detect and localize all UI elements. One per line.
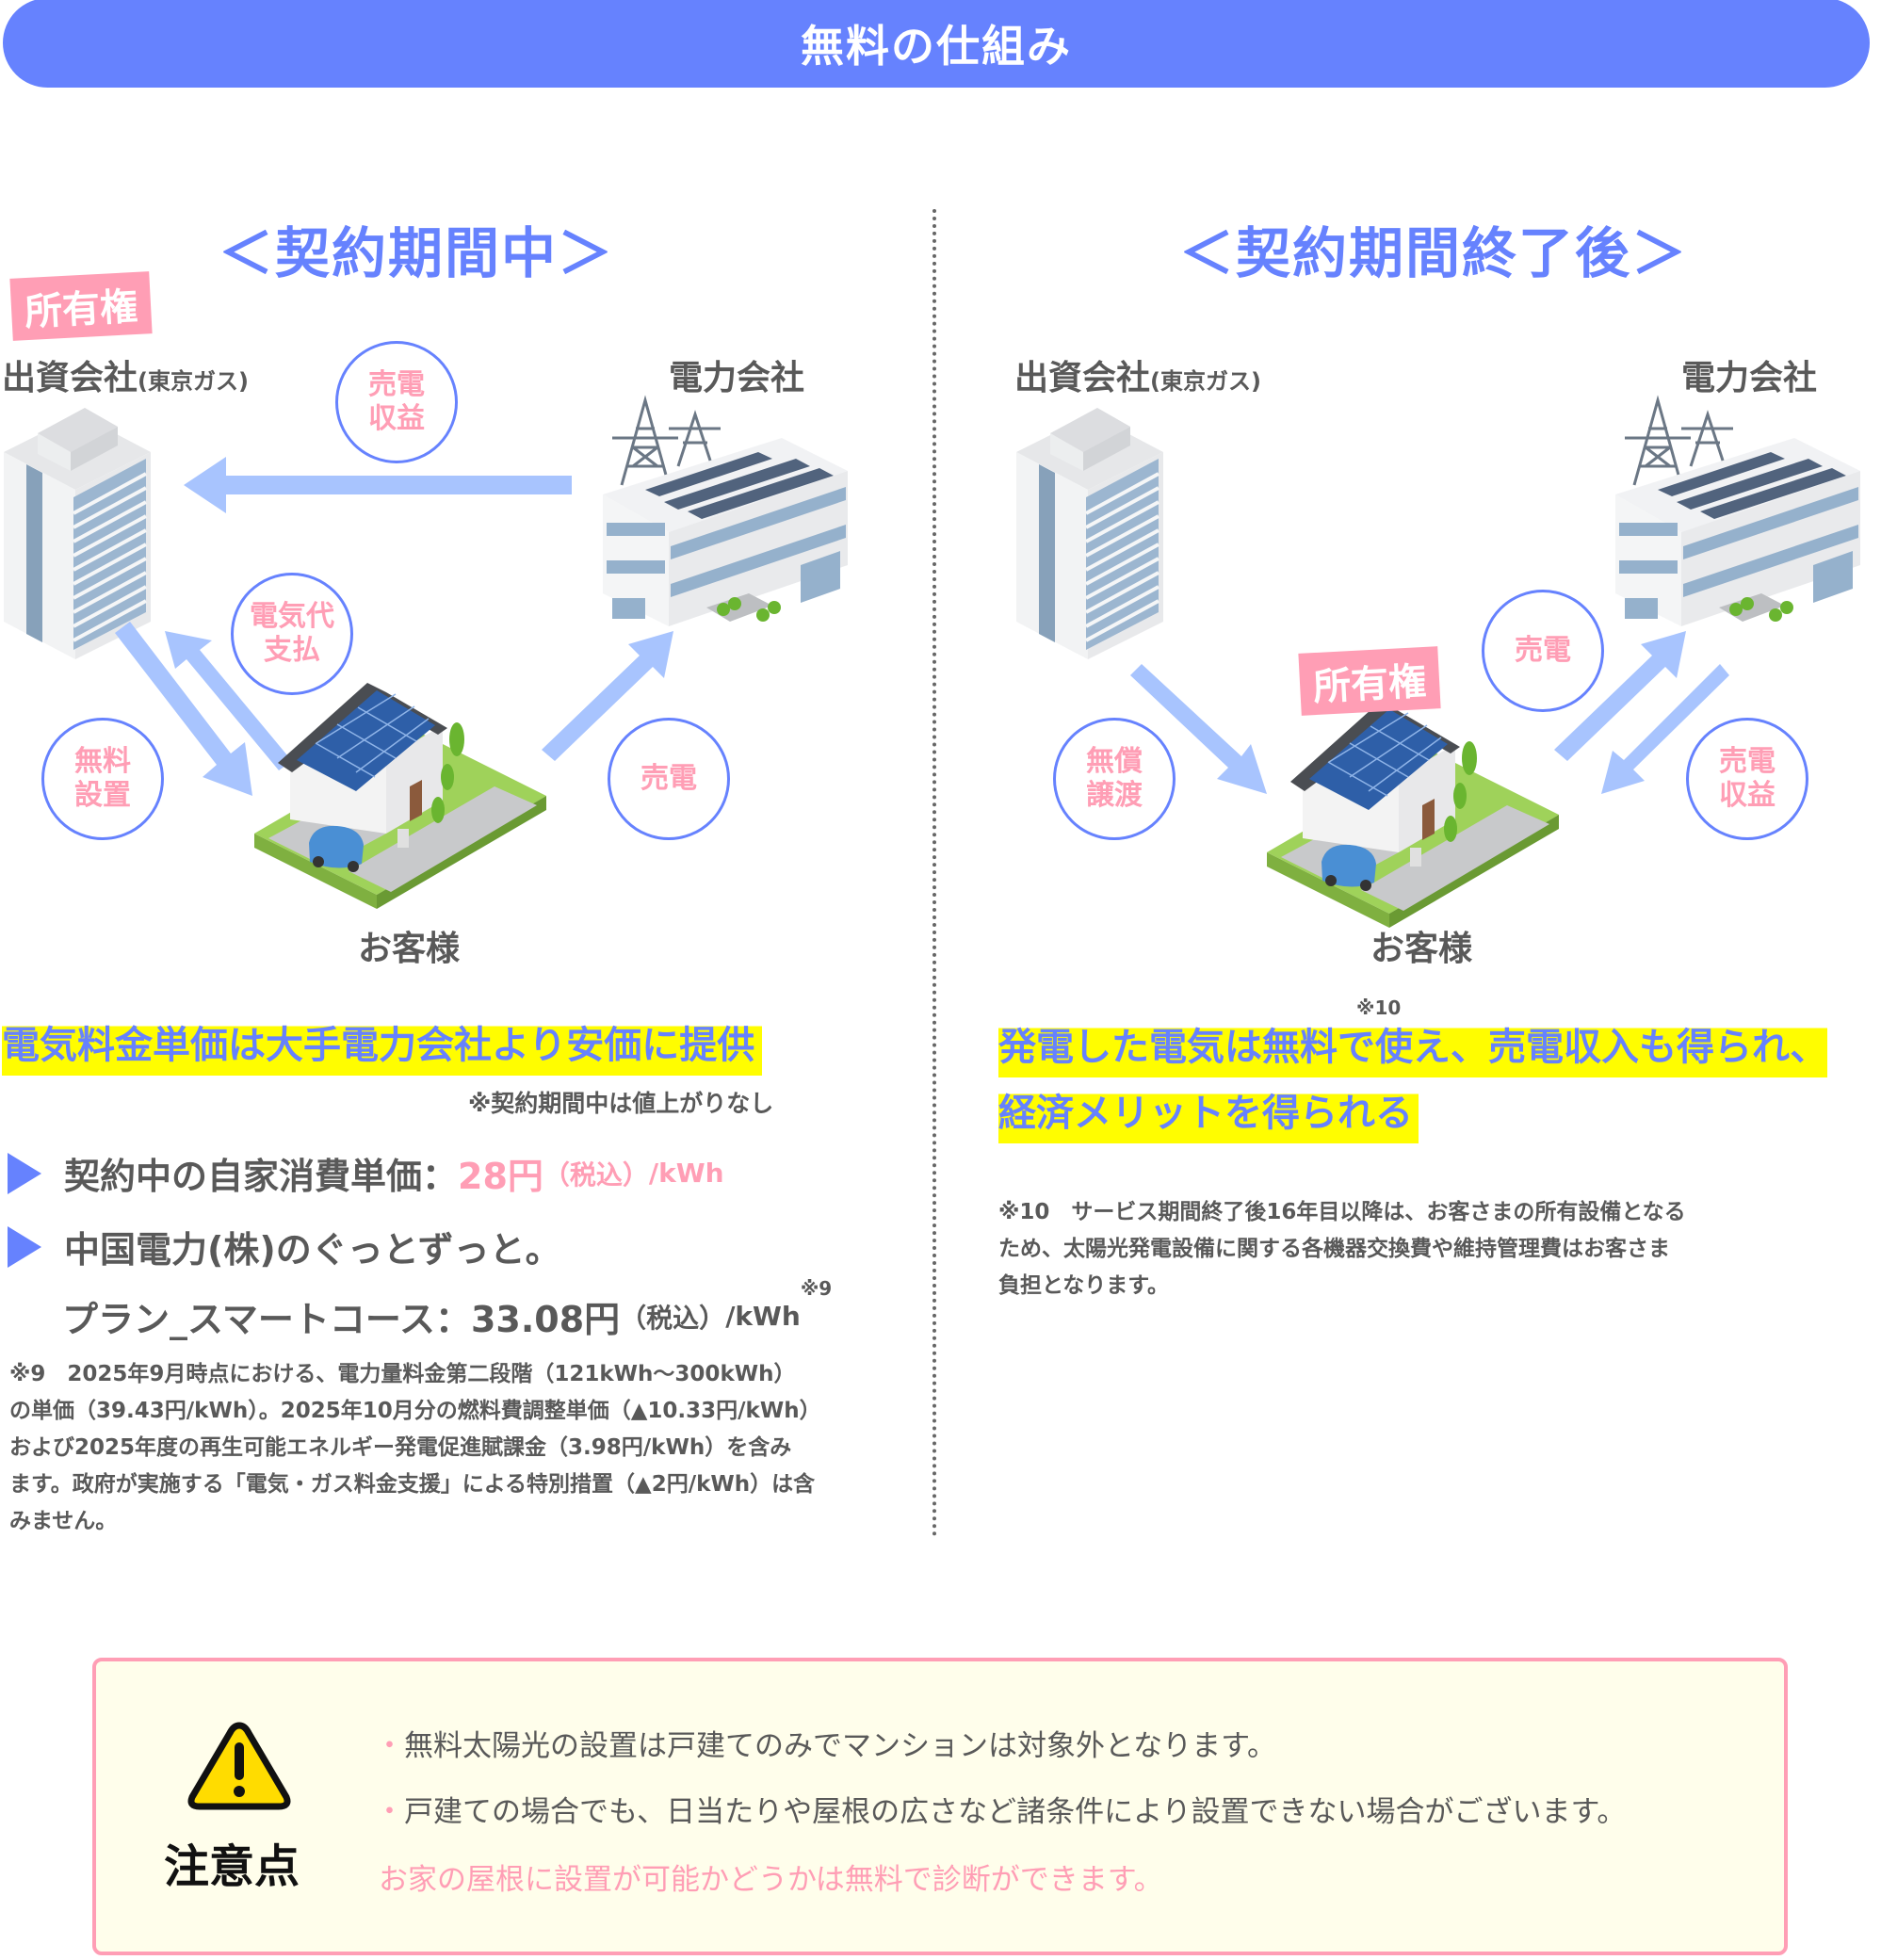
office-building-icon: [1016, 408, 1163, 659]
footnote-line: ※10 サービス期間終了後16年目以降は、お客さまの所有設備となる: [998, 1200, 1686, 1224]
investor-sub: (東京ガス): [138, 368, 249, 395]
arrow-customer-to-investor: [165, 631, 292, 770]
ownership-tag-after: 所有権: [1298, 646, 1441, 716]
unit: /kWh: [725, 1301, 801, 1332]
bullet-chugoku-plan: 中国電力(株)のぐっとずっと。: [8, 1221, 561, 1272]
arrow-investor-to-customer: [115, 622, 252, 796]
utility-label: 電力会社: [669, 359, 805, 397]
after-title: ＜契約期間終了後＞: [1179, 221, 1689, 285]
ownership-tag: 所有権: [9, 271, 153, 341]
utility-label-after: 電力会社: [1681, 359, 1818, 397]
footnote-line: ため、太陽光発電設備に関する各機器交換費や維持管理費はお客さま: [998, 1237, 1670, 1261]
flow-sale-revenue-after: 売電収益: [1686, 718, 1808, 840]
section-header: 無料の仕組み: [3, 0, 1870, 88]
footnote-line: 負担となります。: [998, 1273, 1170, 1298]
flow-sell-power: 売電: [608, 718, 730, 840]
unit: /kWh: [648, 1158, 724, 1189]
after-headline-line-1: 発電した電気は無料で使え、売電収入も得られ、: [998, 1017, 1828, 1077]
flow-sale-revenue: 売電収益: [335, 341, 458, 463]
caution-label: 注意点: [164, 1840, 300, 1893]
no-increase-note: ※契約期間中は値上がりなし: [468, 1090, 774, 1117]
footnote-line: および2025年度の再生可能エネルギー発電促進賦課金（3.98円/kWh）を含み: [9, 1435, 792, 1460]
footnote-ref: ※9: [800, 1276, 833, 1300]
customer-house-icon: [254, 683, 546, 909]
bullet-self-consumption: 契約中の自家消費単価：28円（税込）/kWh: [8, 1147, 724, 1199]
customer-label: お客様: [358, 930, 461, 968]
bullet-triangle-icon: [8, 1225, 41, 1268]
arrow-utility-to-customer-after: [1601, 664, 1729, 794]
footnote-line: みません。: [9, 1509, 118, 1533]
power-company-building-icon: [603, 395, 848, 626]
arrow-investor-to-customer-transfer: [1130, 664, 1267, 794]
investor-name: 出資会社: [2, 359, 138, 397]
flow-text: 売電: [641, 762, 697, 795]
caution-item: ・無料太陽光の設置は戸建てのみでマンションは対象外となります。: [375, 1722, 1276, 1764]
caution-item: ・戸建ての場合でも、日当たりや屋根の広さなど諸条件により設置できない場合がござい…: [375, 1788, 1626, 1830]
flow-text: 電気代: [250, 600, 334, 633]
flow-text: 売電: [368, 368, 425, 401]
bullet-triangle-icon: [8, 1152, 41, 1194]
free-diagnosis-note: お家の屋根に設置が可能かどうかは無料で診断ができます。: [379, 1863, 1163, 1897]
flow-free-transfer: 無償譲渡: [1053, 718, 1176, 840]
flow-free-install: 無料設置: [41, 718, 164, 840]
arrow-revenue-to-investor: [184, 457, 572, 513]
footnote-ref-10: ※10: [1356, 996, 1402, 1019]
during-title: ＜契約期間中＞: [219, 221, 615, 285]
flow-text: 収益: [368, 402, 425, 435]
caution-box: 注意点 ・無料太陽光の設置は戸建てのみでマンションは対象外となります。 ・戸建て…: [92, 1658, 1788, 1955]
bullet-label: 中国電力(株)のぐっとずっと。: [64, 1229, 561, 1271]
flow-text: 売電: [1515, 634, 1571, 667]
footnote-9: ※9 2025年9月時点における、電力量料金第二段階（121kWh〜300kWh…: [9, 1356, 857, 1540]
column-divider: [932, 209, 936, 1537]
footnote-line: ※9 2025年9月時点における、電力量料金第二段階（121kWh〜300kWh…: [9, 1362, 796, 1386]
caution-text: 戸建ての場合でも、日当たりや屋根の広さなど諸条件により設置できない場合がございま…: [404, 1795, 1627, 1829]
plan-line: プラン_スマートコース：33.08円（税込）/kWh※9: [62, 1277, 832, 1342]
flow-text: 設置: [74, 779, 131, 812]
investor-name: 出資会社: [1014, 359, 1151, 397]
flow-text: 無償: [1086, 745, 1143, 778]
power-company-building-icon: [1615, 395, 1860, 626]
during-headline: 電気料金単価は大手電力会社より安価に提供: [2, 1015, 763, 1076]
section-title: 無料の仕組み: [801, 20, 1072, 72]
caution-text: 無料太陽光の設置は戸建てのみでマンションは対象外となります。: [404, 1729, 1276, 1763]
flow-text: 無料: [74, 745, 131, 778]
office-building-icon: [4, 408, 151, 659]
flow-bill-payment: 電気代支払: [231, 573, 353, 695]
flow-sell-power-after: 売電: [1482, 590, 1604, 712]
flow-text: 収益: [1719, 779, 1776, 812]
flow-text: 譲渡: [1086, 779, 1143, 812]
bullet-label: 契約中の自家消費単価：: [64, 1156, 459, 1197]
warning-icon: [187, 1722, 291, 1810]
investor-label: 出資会社(東京ガス): [2, 350, 249, 399]
flow-text: 売電: [1719, 745, 1776, 778]
price-value: 28円: [458, 1156, 543, 1197]
bullet-dot: ・: [375, 1729, 404, 1763]
footnote-line: の単価（39.43円/kWh）。2025年10月分の燃料費調整単価（▲10.33…: [9, 1399, 821, 1423]
arrow-customer-to-utility: [542, 631, 673, 761]
investor-label-after: 出資会社(東京ガス): [1014, 350, 1261, 399]
tax-note: （税込）: [543, 1158, 649, 1191]
footnote-10: ※10 サービス期間終了後16年目以降は、お客さまの所有設備となる ため、太陽光…: [998, 1194, 1846, 1304]
flow-text: 支払: [264, 634, 320, 667]
customer-label-after: お客様: [1370, 930, 1473, 968]
bullet-dot: ・: [375, 1795, 404, 1829]
after-headline-line-2: 経済メリットを得られる: [998, 1083, 1419, 1143]
arrow-customer-to-utility-after: [1554, 631, 1686, 761]
plan-label: プラン_スマートコース：33.08円: [62, 1299, 621, 1340]
footnote-line: ます。政府が実施する「電気・ガス料金支援」による特別措置（▲2円/kWh）は含: [9, 1472, 816, 1497]
customer-house-icon: [1267, 702, 1559, 928]
tax-note: （税込）: [620, 1302, 726, 1334]
investor-sub: (東京ガス): [1150, 368, 1261, 395]
